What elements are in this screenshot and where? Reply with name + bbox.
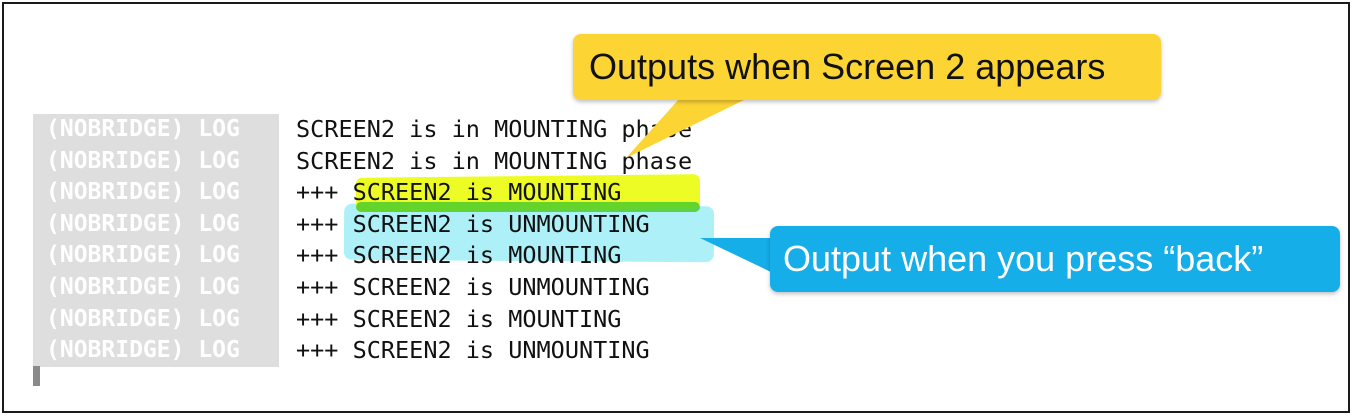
highlight-first-mount-underline	[356, 202, 700, 212]
log-tag: (NOBRIDGE) LOG	[33, 145, 279, 178]
log-message: +++ SCREEN2 is MOUNTING	[296, 241, 622, 270]
terminal-cursor	[33, 366, 40, 386]
log-message: +++ SCREEN2 is UNMOUNTING	[296, 336, 650, 365]
log-tag: (NOBRIDGE) LOG	[33, 177, 279, 209]
log-tag: (NOBRIDGE) LOG	[33, 303, 279, 336]
log-tag: (NOBRIDGE) LOG	[33, 240, 279, 272]
callout-back-text: Output when you press “back”	[783, 238, 1264, 279]
log-message: SCREEN2 is in MOUNTING phase	[296, 115, 693, 143]
log-tag: (NOBRIDGE) LOG	[33, 208, 279, 241]
log-message: +++ SCREEN2 is MOUNTING	[296, 304, 622, 333]
callout-press-back: Output when you press “back”	[770, 226, 1340, 292]
log-message: +++ SCREEN2 is MOUNTING	[296, 178, 622, 207]
callout-screen2-appears: Outputs when Screen 2 appears	[573, 34, 1161, 100]
log-tag: (NOBRIDGE) LOG	[33, 271, 279, 304]
log-message: +++ SCREEN2 is UNMOUNTING	[296, 209, 650, 238]
log-message: SCREEN2 is in MOUNTING phase	[296, 146, 693, 175]
log-tag: (NOBRIDGE) LOG	[33, 114, 279, 146]
callout-screen2-text: Outputs when Screen 2 appears	[589, 46, 1106, 87]
log-message: +++ SCREEN2 is UNMOUNTING	[296, 272, 650, 301]
log-tag: (NOBRIDGE) LOG	[33, 335, 279, 367]
